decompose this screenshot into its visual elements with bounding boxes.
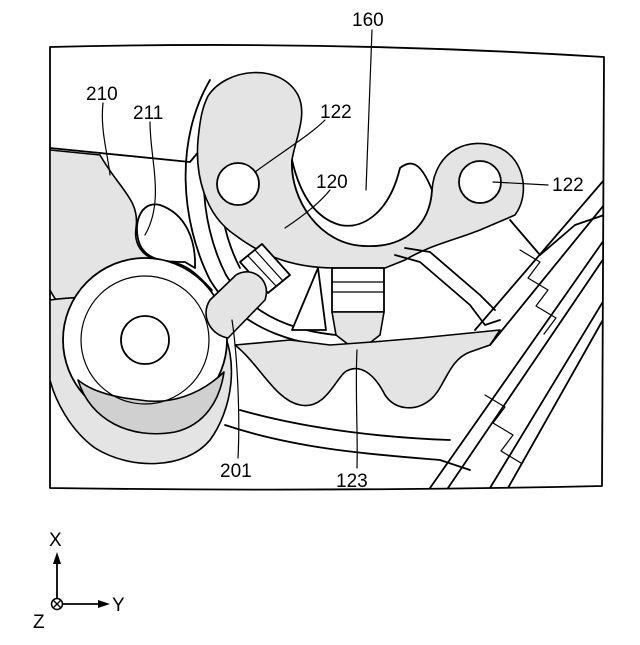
left-shaft-hole <box>121 316 169 364</box>
label-160: 160 <box>352 10 384 31</box>
y-axis-arrowhead <box>98 600 110 608</box>
label-210: 210 <box>86 84 118 105</box>
gear-track <box>235 330 500 408</box>
right-bracket-2 <box>405 248 495 310</box>
axis-indicator: X Y Z <box>33 530 125 633</box>
right-plate-zigzag-2 <box>485 395 521 463</box>
label-201: 201 <box>220 461 252 482</box>
x-axis-arrowhead <box>53 552 61 564</box>
pin-hole-122-left <box>217 163 259 205</box>
right-rail-5 <box>490 300 604 488</box>
finger-123-stem <box>332 268 384 312</box>
leader-160 <box>366 30 372 190</box>
label-120: 120 <box>316 172 348 193</box>
axis-z-label: Z <box>33 612 45 633</box>
axis-y-label: Y <box>112 595 125 616</box>
leader-201 <box>232 320 239 458</box>
right-bracket <box>395 255 500 325</box>
label-211: 211 <box>133 103 163 124</box>
label-122-right: 122 <box>552 175 584 196</box>
gear-track-lower-2 <box>240 410 450 440</box>
center-wedge <box>292 268 326 330</box>
right-plate-zigzag <box>520 250 556 334</box>
right-rail-6 <box>508 318 604 488</box>
protrusion-201 <box>206 272 266 338</box>
label-123: 123 <box>336 471 368 492</box>
axis-x-label: X <box>49 530 62 551</box>
right-rail-2 <box>490 205 604 345</box>
label-122-left: 122 <box>320 102 352 123</box>
right-rail-4 <box>448 258 604 488</box>
